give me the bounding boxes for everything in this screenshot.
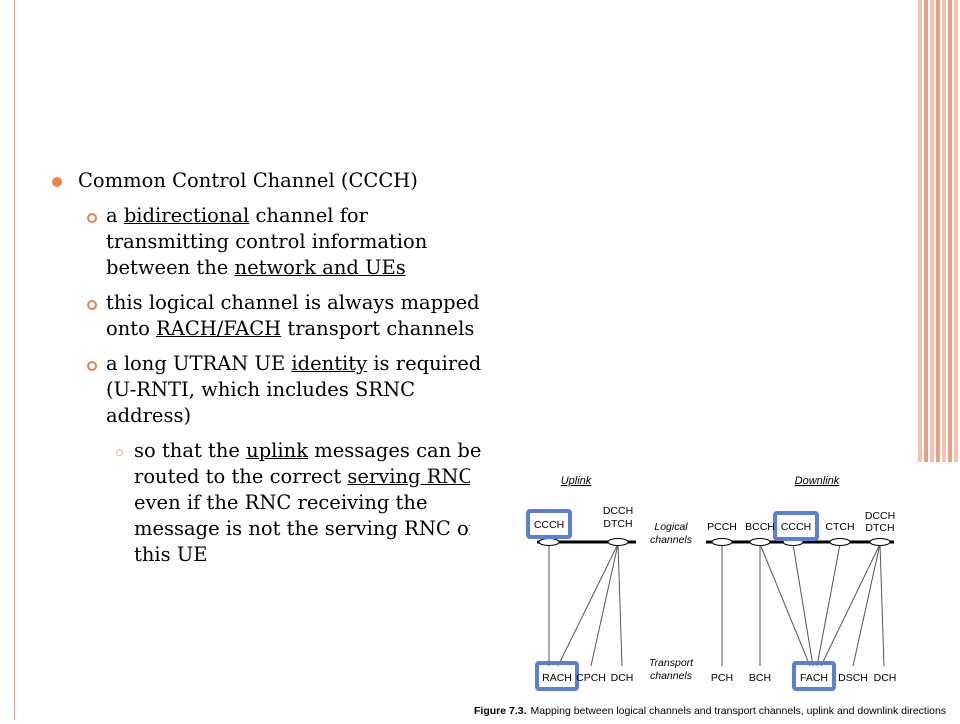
sub-bullet-identity: a long UTRAN UE identity is required (U-… [50, 351, 490, 429]
mapping-diagram: Uplink Downlink Logical channels Transpo… [470, 462, 960, 720]
text: a [106, 204, 124, 227]
pch-label: PCH [711, 672, 733, 684]
fach-label: FACH [800, 672, 828, 684]
pcch-label: PCCH [707, 521, 737, 533]
underlined-term: serving RNC [347, 465, 474, 488]
uplink-mapping-lines [548, 543, 623, 667]
text: is required (U-RNTI, which includes SRNC… [106, 352, 482, 427]
ctch-label: CTCH [825, 521, 854, 533]
decorative-stripes [918, 0, 960, 466]
logical-label: Logical [654, 521, 688, 533]
slide-body: Common Control Channel (CCCH) a bidirect… [50, 168, 490, 568]
uplink-title: Uplink [561, 475, 592, 487]
bch-label: BCH [749, 672, 771, 684]
logical-label: channels [650, 534, 693, 546]
uplink-dtch-label: DTCH [603, 518, 632, 530]
sub-bullet-bidirectional: a bidirectional channel for transmitting… [50, 203, 490, 281]
logical-channel-nodes [538, 538, 891, 546]
underlined-term: bidirectional [123, 204, 250, 227]
downlink-dtch-label: DTCH [865, 522, 894, 534]
text: a long UTRAN UE [106, 352, 292, 375]
transport-label: channels [650, 670, 693, 682]
text: this logical channel is always mapped on… [106, 291, 480, 340]
highlight-boxes [526, 509, 836, 691]
bullet-text: Common Control Channel (CCCH) [78, 169, 418, 192]
downlink-dcch-label: DCCH [865, 510, 895, 522]
text: even if the RNC receiving the message is… [134, 491, 476, 566]
bullet-dot-icon [52, 177, 62, 187]
caption-number: Figure 7.3. [474, 705, 527, 717]
highlight-fach [792, 661, 836, 691]
left-border-line [14, 0, 15, 720]
sub-sub-bullet-routing: so that the uplink messages can be route… [50, 438, 490, 568]
highlight-rach [535, 661, 579, 691]
transport-label: Transport [649, 657, 694, 669]
text: messages can be routed to the correct [134, 439, 482, 488]
cpch-label: CPCH [576, 672, 606, 684]
underlined-term: identity [291, 352, 368, 375]
figure-caption: Figure 7.3. Mapping between logical chann… [474, 705, 946, 717]
highlight-ccch-downlink [773, 511, 819, 541]
text: transport channels [281, 317, 475, 340]
dsch-label: DSCH [838, 672, 868, 684]
bcch-label: BCCH [745, 521, 775, 533]
ring-bullet-icon [87, 300, 97, 310]
downlink-title: Downlink [795, 475, 840, 487]
downlink-mapping-lines [721, 543, 885, 667]
underlined-term: uplink [246, 439, 309, 462]
bullet-ccch: Common Control Channel (CCCH) [50, 168, 490, 194]
underlined-term: RACH/FACH [156, 317, 282, 340]
channel-mapping-figure: Uplink Downlink Logical channels Transpo… [470, 462, 960, 720]
highlight-ccch-uplink [526, 509, 572, 539]
uplink-ccch-label: CCCH [534, 519, 564, 531]
downlink-ccch-label: CCCH [781, 521, 811, 533]
text: so that the [134, 439, 247, 462]
caption-text: Mapping between logical channels and tra… [531, 705, 947, 717]
small-ring-bullet-icon [116, 449, 123, 456]
ring-bullet-icon [87, 213, 97, 223]
uplink-dcch-label: DCCH [603, 505, 633, 517]
uplink-dch-label: DCH [611, 672, 634, 684]
text: channel for transmitting control informa… [106, 204, 428, 279]
underlined-term: network and UEs [234, 256, 406, 279]
rach-label: RACH [542, 672, 572, 684]
ring-bullet-icon [87, 361, 97, 371]
sub-bullet-mapping: this logical channel is always mapped on… [50, 290, 490, 342]
downlink-dch-label: DCH [874, 672, 897, 684]
